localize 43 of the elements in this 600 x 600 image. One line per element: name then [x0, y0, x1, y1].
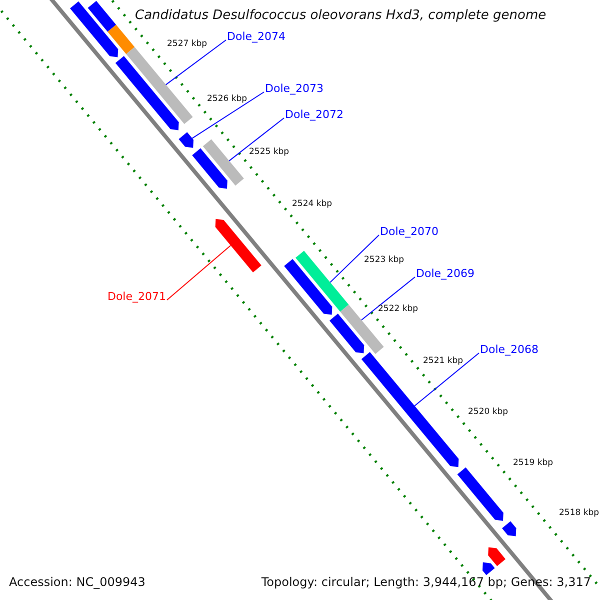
- gene-feature: [457, 467, 504, 521]
- tick-label: 2519 kbp: [513, 459, 554, 468]
- gene-label: Dole_2068: [480, 344, 539, 355]
- leader-line: [166, 245, 232, 300]
- gene-feature: [488, 547, 506, 566]
- tick-label: 2524 kbp: [292, 200, 332, 208]
- gene-feature: [115, 56, 179, 130]
- gene-label: Dole_2074: [227, 31, 286, 42]
- genome-title: Candidatus Desulfococcus oleovorans Hxd3, complete genome: [135, 9, 546, 22]
- gene-feature: [70, 1, 118, 58]
- gene-label: Dole_2072: [285, 109, 344, 120]
- genome-info: Accession: NC_009943: [9, 576, 146, 588]
- tick-label: 2525 kbp: [249, 148, 290, 156]
- gene-block: [202, 139, 244, 186]
- gene-block: [88, 0, 116, 32]
- tick-label: 2522 kbp: [378, 305, 418, 314]
- gene-feature: [482, 562, 495, 576]
- tick-label: 2523 kbp: [364, 256, 404, 264]
- gene-feature: [215, 218, 262, 272]
- gene-block: [126, 47, 193, 124]
- leader-line: [165, 40, 226, 86]
- gene-feature: [192, 148, 228, 189]
- genome-info: Topology: circular; Length: 3,944,167 bp; Genes: 3,317: [261, 576, 591, 588]
- tick-label: 2520 kbp: [468, 408, 508, 416]
- gene-block: [296, 250, 349, 312]
- leader-line: [330, 234, 380, 283]
- tick-label: 2521 kbp: [423, 357, 464, 366]
- tick-label: 2527 kbp: [167, 40, 208, 48]
- gene-label: Dole_2070: [380, 226, 439, 237]
- gene-label: Dole_2069: [416, 268, 475, 279]
- gene-label: Dole_2071: [107, 291, 166, 302]
- gene-block: [108, 24, 135, 54]
- gene-label: Dole_2073: [265, 83, 324, 94]
- leader-line: [228, 118, 284, 162]
- gene-feature: [178, 132, 194, 148]
- leader-line: [414, 352, 480, 406]
- tick-label: 2526 kbp: [207, 95, 248, 104]
- leader-line: [361, 276, 416, 320]
- tick-label: 2518 kbp: [559, 509, 600, 518]
- leader-line: [192, 92, 264, 139]
- gene-feature: [502, 521, 516, 536]
- gene-feature: [284, 259, 332, 315]
- gene-feature: [330, 314, 364, 354]
